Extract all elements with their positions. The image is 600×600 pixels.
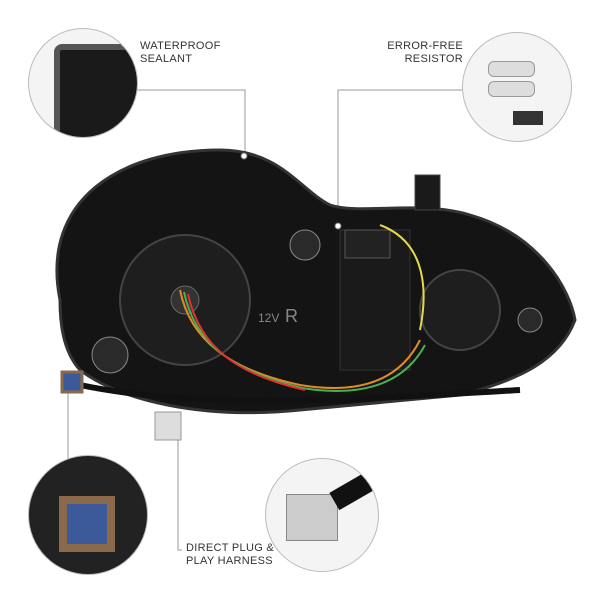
detail-plug-circle [28,455,148,575]
callout-waterproof-sealant: WATERPROOF SEALANT [140,40,221,66]
detail-harness-circle [265,458,379,572]
embossed-voltage: 12V [258,311,279,325]
callout-line2: RESISTOR [404,53,463,65]
detail-resistor-circle [462,32,572,142]
callout-line1: ERROR-FREE [387,40,463,52]
callout-lines [67,89,470,551]
callout-error-free-resistor: ERROR-FREE RESISTOR [385,40,463,66]
connector-plug [60,370,84,394]
embossed-side: R [285,306,298,326]
secondary-bowl [419,269,501,351]
callout-direct-plug-harness: DIRECT PLUG & PLAY HARNESS [186,542,274,568]
wiring [79,224,521,404]
connector-harness [154,411,182,441]
callout-line2: PLAY HARNESS [186,555,273,567]
detail-sealant-circle [28,28,138,138]
callout-line1: WATERPROOF [140,40,221,52]
callout-line2: SEALANT [140,53,193,65]
callout-line1: DIRECT PLUG & [186,542,275,554]
